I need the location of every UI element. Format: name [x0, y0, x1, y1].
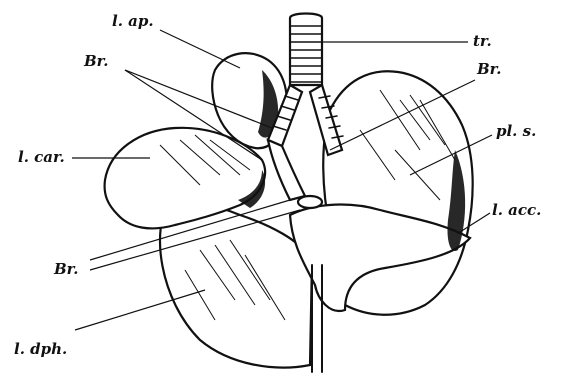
label-br-lower: Br.: [54, 262, 78, 277]
label-l-dph: l. dph.: [14, 342, 67, 357]
label-br-upper-right: Br.: [477, 62, 501, 77]
bronchus-lower: [268, 140, 305, 200]
diaphragmatic-lobe-left: [160, 200, 312, 368]
label-pl-s: pl. s.: [496, 124, 536, 139]
label-br-upper-left: Br.: [84, 54, 108, 69]
label-tr: tr.: [473, 34, 492, 49]
label-l-car: l. car.: [18, 150, 65, 165]
leader-l-ap: [160, 30, 240, 68]
label-l-acc: l. acc.: [492, 203, 541, 218]
bronchus-junction: [298, 196, 322, 208]
label-l-ap: l. ap.: [112, 14, 154, 29]
